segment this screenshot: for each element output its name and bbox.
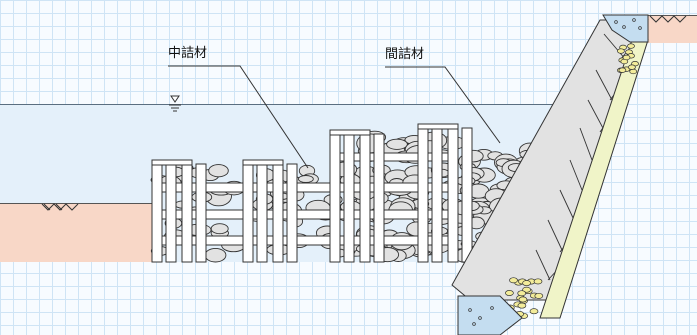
crib-cap (151, 159, 193, 166)
crib-post (343, 133, 355, 263)
wall-joint (579, 127, 593, 161)
gravel (517, 290, 527, 297)
gravel (533, 278, 543, 285)
wall-joint (603, 33, 627, 61)
crib-post (417, 127, 429, 263)
crib-post (431, 127, 443, 263)
water-level-icon (169, 95, 181, 112)
rock (298, 175, 314, 183)
crib-post (359, 133, 371, 263)
crib-post (329, 133, 341, 263)
left-soil (0, 203, 155, 262)
ground-hatch-icon (41, 203, 79, 211)
aggregate-dot (622, 25, 626, 29)
rock (210, 223, 229, 235)
aggregate-dot (478, 316, 482, 320)
rock (204, 247, 227, 263)
label-ma-zume: 間詰材 (385, 47, 425, 62)
label-naka-zume: 中詰材 (168, 46, 208, 61)
wall-joint (587, 99, 605, 131)
ground-hatch-icon (649, 15, 687, 23)
wall-joint (535, 249, 551, 281)
gravel (629, 68, 638, 75)
wall-joint (547, 219, 563, 251)
gravel (627, 43, 635, 49)
aggregate-dot (632, 18, 636, 22)
crib-cap (329, 129, 371, 136)
crib-post (165, 163, 177, 263)
gravel (618, 67, 627, 73)
crib-frames (151, 123, 473, 263)
leader-line-naka (168, 65, 309, 169)
gravel (505, 290, 514, 296)
wall-joint (559, 189, 575, 221)
crib-cap (242, 159, 284, 166)
crib-post (195, 163, 207, 263)
stone-pitching-wall (451, 14, 649, 335)
aggregate-dot (638, 26, 642, 30)
crib-post (181, 163, 193, 263)
wall-joint (569, 159, 583, 191)
crib-post (256, 163, 268, 263)
gravel (522, 280, 531, 287)
crib-post (286, 163, 298, 263)
gravel (617, 48, 625, 54)
crib-cap (417, 123, 459, 130)
rock (386, 138, 408, 150)
crib-post (447, 127, 459, 263)
crib-post (373, 133, 385, 263)
rock (208, 164, 229, 178)
leader-line-ma (385, 66, 501, 144)
gravel (518, 296, 528, 303)
wall-joint (595, 69, 613, 101)
gravel (534, 292, 544, 299)
aggregate-dot (472, 322, 476, 326)
gravel (509, 277, 518, 284)
aggregate-dot (614, 20, 618, 24)
aggregate-dot (468, 308, 472, 312)
aggregate-dot (490, 306, 494, 310)
crib-post (272, 163, 284, 263)
wall-coping-block (602, 14, 649, 43)
right-upper-soil (648, 15, 697, 43)
gravel (517, 302, 527, 309)
gravel (622, 54, 631, 61)
crib-post (151, 163, 163, 263)
crib-post (242, 163, 254, 263)
gravel (628, 64, 636, 70)
crib-post (461, 127, 473, 263)
gravel (529, 308, 539, 315)
